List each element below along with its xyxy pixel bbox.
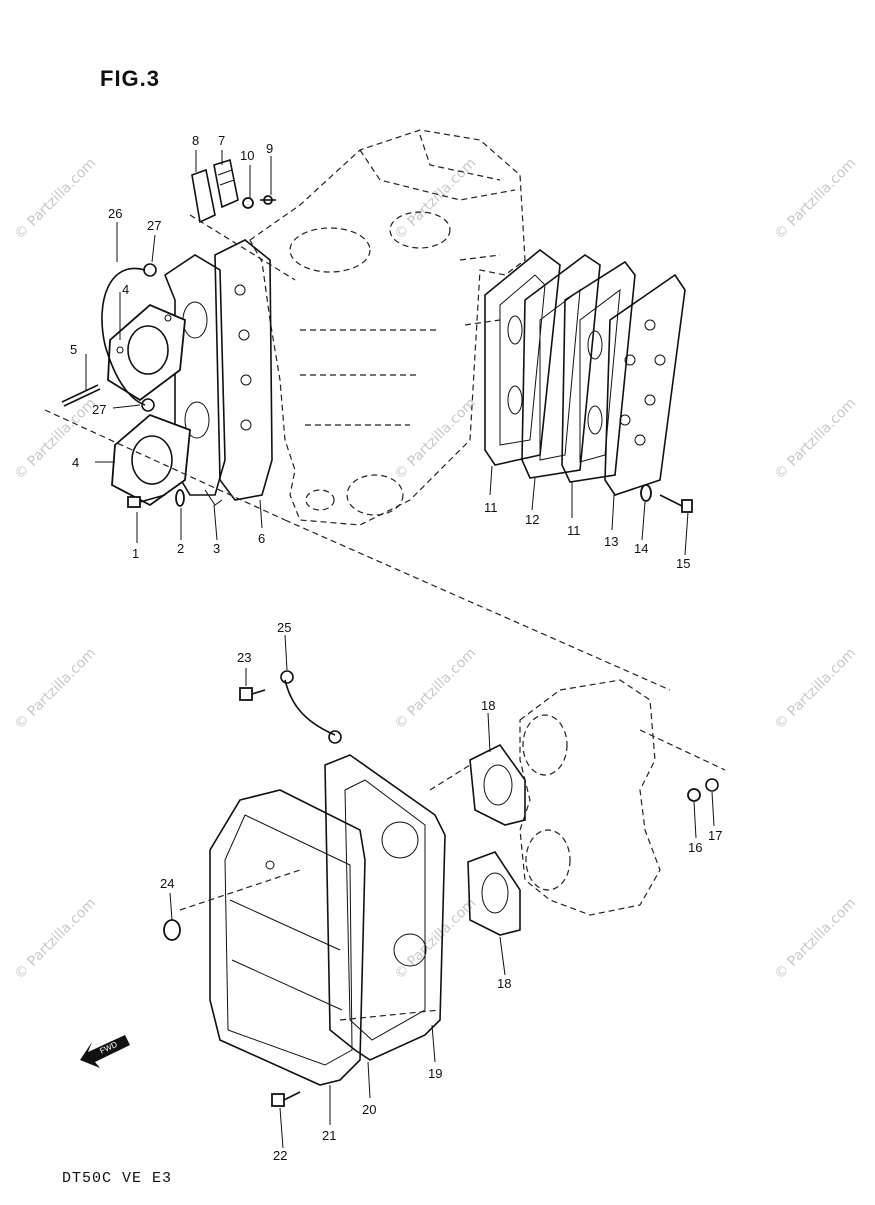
watermark: © Partzilla.com [772,395,860,483]
part-label: 27 [147,218,161,233]
flange-4-upper [107,303,186,402]
reference-line [639,729,726,771]
gasket-20 [324,754,446,1061]
cylinder-block [249,129,526,526]
part-label: 27 [92,402,106,417]
bolt-1 [127,494,166,508]
washer-10 [242,197,254,209]
part-label: 14 [634,541,648,556]
part-label: 23 [237,650,251,665]
part-label: 17 [708,828,722,843]
part-labels: 1 2 3 4 4 5 6 7 8 9 10 11 11 12 13 14 15… [70,133,722,1163]
part-label: 20 [362,1102,376,1117]
reference-line [429,764,471,791]
watermark: © Partzilla.com [12,645,100,733]
watermark: © Partzilla.com [12,895,100,983]
part-label: 6 [258,531,265,546]
part-label: 1 [132,546,139,561]
watermark: © Partzilla.com [12,155,100,243]
plug-24 [163,919,181,941]
part-label: 4 [122,282,129,297]
part-label: 15 [676,556,690,571]
reference-line [189,214,296,281]
watermark: © Partzilla.com [392,645,480,733]
reed-plate-7 [213,158,239,209]
reference-line [179,869,301,911]
part-label: 5 [70,342,77,357]
nut-16 [687,788,701,802]
watermarks: © Partzilla.com © Partzilla.com © Partzi… [12,155,860,983]
washer-17 [705,778,719,792]
watermark: © Partzilla.com [392,395,480,483]
watermark: © Partzilla.com [392,895,480,983]
gasket-6 [214,239,273,501]
part-label: 25 [277,620,291,635]
watermark: © Partzilla.com [772,895,860,983]
part-label: 21 [322,1128,336,1143]
bolt-15 [659,494,693,513]
pin-5 [61,384,101,407]
part-label: 10 [240,148,254,163]
reference-line [284,519,671,691]
bolt-23 [239,687,266,701]
part-label: 22 [273,1148,287,1163]
part-label: 2 [177,541,184,556]
part-label: 11 [567,523,581,538]
part-label: 8 [192,133,199,148]
watermark: © Partzilla.com [772,645,860,733]
bolt-22 [271,1091,301,1107]
cover-13 [604,273,686,496]
part-label: 16 [688,840,702,855]
part-label: 9 [266,141,273,156]
cover-21 [209,789,366,1086]
part-label: 11 [484,500,498,515]
part-label: 13 [604,534,618,549]
part-label: 18 [481,698,495,713]
part-label: 3 [213,541,220,556]
part-label: 4 [72,455,79,470]
part-label: 26 [108,206,122,221]
reference-line [339,1009,441,1021]
gasket-18-upper [469,743,526,826]
part-label: 7 [218,133,225,148]
gasket-18-lower [467,851,521,936]
intake-manifold [519,679,661,916]
part-label: 18 [497,976,511,991]
reference-line [44,409,286,521]
hose-25 [280,670,342,744]
model-code: DT50C VE E3 [62,1170,173,1187]
washer-2 [175,489,185,507]
part-label: 19 [428,1066,442,1081]
cover-12 [521,254,601,479]
clamp-27-lower [141,398,155,412]
screw-9 [260,195,276,205]
washer-14 [640,484,652,502]
part-label: 12 [525,512,539,527]
leader-lines [85,150,715,1149]
clamp-27-upper [143,263,157,277]
watermark: © Partzilla.com [772,155,860,243]
watermark: © Partzilla.com [12,395,100,483]
fwd-arrow-icon: FWD [80,1035,130,1068]
reed-plate-8 [191,168,216,224]
figure-title: FIG.3 [100,66,161,91]
hose-26 [101,267,146,406]
part-label: 24 [160,876,174,891]
flange-4-lower [111,413,191,507]
